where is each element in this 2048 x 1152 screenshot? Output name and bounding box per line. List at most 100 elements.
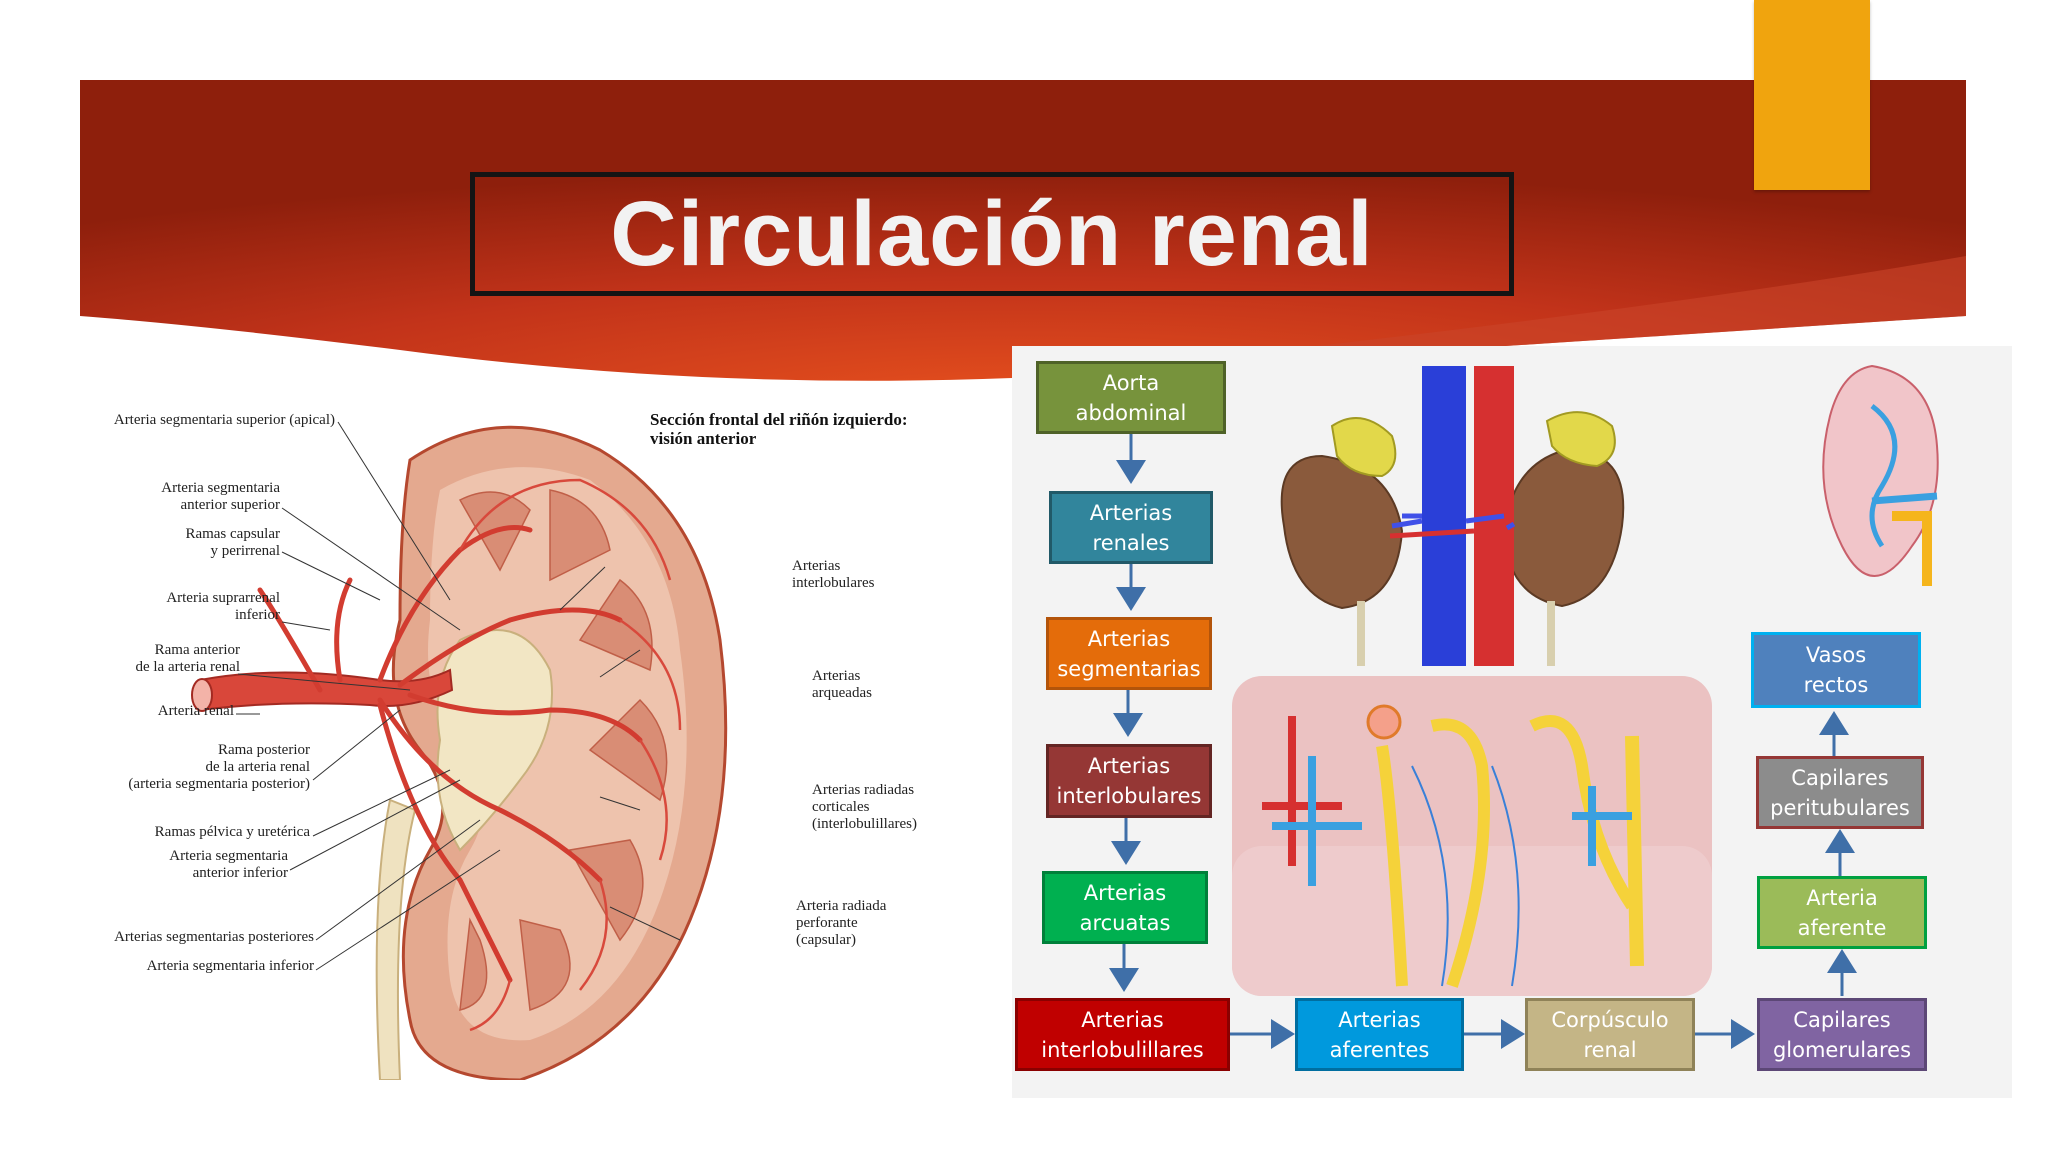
nephron-illustration <box>1232 676 1712 996</box>
node-line: Arterias <box>1087 754 1171 778</box>
label-line: Rama anterior <box>154 642 240 658</box>
label-arteria-renal: Arteria renal <box>158 703 234 720</box>
label-line: Ramas pélvica y uretérica <box>154 824 310 840</box>
kidney-section-figure: Sección frontal del riñón izquierdo: vis… <box>80 380 980 1080</box>
node-line: aferentes <box>1329 1037 1430 1062</box>
label-arteria-segmentaria-anterior-superior: Arteria segmentaria anterior superior <box>161 480 280 514</box>
label-line: Arteria radiada <box>796 898 887 914</box>
node-line: Vasos <box>1805 643 1867 667</box>
label-line: anterior superior <box>180 497 280 513</box>
leader-lines <box>236 421 681 971</box>
node-line: Arterias <box>1083 880 1167 905</box>
node-line: rectos <box>1803 673 1869 697</box>
accent-tab <box>1754 0 1870 190</box>
flow-arrows <box>1109 434 1857 1049</box>
label-line: Arteria segmentaria inferior <box>146 958 314 974</box>
node-line: renal <box>1583 1037 1637 1062</box>
label-line: corticales <box>812 799 870 815</box>
node-line: abdominal <box>1075 400 1187 425</box>
node-line: Arteria <box>1806 885 1878 910</box>
node-arterias-aferentes: Arterias aferentes <box>1295 998 1464 1071</box>
node-aorta-abdominal: Aorta abdominal <box>1036 361 1226 434</box>
label-line: Arterias <box>792 558 841 574</box>
node-arterias-renales: Arterias renales <box>1049 491 1213 564</box>
label-arterias-segmentarias-posteriores: Arterias segmentarias posteriores <box>114 929 314 946</box>
label-line: Arterias <box>812 668 861 684</box>
node-line: interlobulares <box>1056 784 1202 808</box>
node-line: Arterias <box>1338 1007 1421 1032</box>
label-line: Arteria renal <box>157 703 234 719</box>
node-line: Corpúsculo <box>1551 1007 1669 1032</box>
label-arterias-interlobulares: Arterias interlobulares <box>792 558 874 592</box>
node-line: aferente <box>1797 915 1887 940</box>
label-line: Arterias segmentarias posteriores <box>114 929 314 945</box>
label-line: Arteria segmentaria superior (apical) <box>113 412 335 428</box>
label-line: Arterias radiadas <box>812 782 915 798</box>
page-title: Circulación renal <box>610 182 1374 285</box>
figure-title-line: Sección frontal del riñón izquierdo: <box>650 410 908 429</box>
label-line: Arteria suprarrenal <box>166 590 280 606</box>
node-line: Capilares <box>1791 765 1889 790</box>
label-rama-anterior: Rama anterior de la arteria renal <box>135 642 240 676</box>
label-line: interlobulares <box>792 575 875 591</box>
node-arterias-interlobulillares: Arterias interlobulillares <box>1015 998 1230 1071</box>
label-line: de la arteria renal <box>205 759 310 775</box>
node-line: renales <box>1092 530 1170 555</box>
figure-title: Sección frontal del riñón izquierdo: vis… <box>650 410 908 448</box>
node-line: Arterias <box>1081 1007 1164 1032</box>
label-line: y perirrenal <box>210 543 280 559</box>
label-line: (capsular) <box>796 932 856 948</box>
arcuate-arteries <box>458 478 682 1032</box>
node-line: Capilares <box>1793 1007 1891 1032</box>
label-line: inferior <box>235 607 280 623</box>
title-frame: Circulación renal <box>470 172 1514 296</box>
label-arteria-radiada-perforante: Arteria radiada perforante (capsular) <box>796 898 886 949</box>
node-line: segmentarias <box>1057 656 1201 681</box>
node-arterias-arcuatas: Arterias arcuatas <box>1042 871 1208 944</box>
node-line: interlobulillares <box>1041 1037 1204 1062</box>
node-capilares-glomerulares: Capilares glomerulares <box>1757 998 1927 1071</box>
ureter <box>375 798 417 1080</box>
node-line: Aorta <box>1102 370 1160 395</box>
node-capilares-peritubulares: Capilares peritubulares <box>1756 756 1924 829</box>
label-line: anterior inferior <box>192 865 288 881</box>
label-line: arqueadas <box>812 685 872 701</box>
label-arterias-arqueadas: Arterias arqueadas <box>812 668 872 702</box>
label-line: de la arteria renal <box>135 659 240 675</box>
label-line: (arteria segmentaria posterior) <box>128 776 310 792</box>
kidneys-aorta-illustration <box>1280 366 1625 666</box>
node-arterias-segmentarias: Arterias segmentarias <box>1046 617 1212 690</box>
label-line: Rama posterior <box>217 742 310 758</box>
label-line: Ramas capsular <box>185 526 280 542</box>
node-line: Arterias <box>1089 500 1173 525</box>
node-line: glomerulares <box>1772 1037 1912 1062</box>
node-line: arcuatas <box>1079 910 1171 935</box>
node-arterias-interlobulares: Arterias interlobulares <box>1046 744 1212 818</box>
label-line: Arteria segmentaria <box>161 480 280 496</box>
title-banner <box>80 80 1966 381</box>
arterial-branches <box>257 525 643 983</box>
renal-artery-drawing <box>199 668 454 712</box>
renal-pyramids <box>458 489 668 1012</box>
label-line: perforante <box>796 915 858 931</box>
label-rama-posterior: Rama posterior de la arteria renal (arte… <box>128 742 310 793</box>
label-ramas-pelvica: Ramas pélvica y uretérica <box>155 824 310 841</box>
node-vasos-rectos: Vasos rectos <box>1751 632 1921 708</box>
label-arteria-suprarrenal: Arteria suprarrenal inferior <box>166 590 280 624</box>
label-line: (interlobulillares) <box>812 816 917 832</box>
kidney-illustration <box>191 421 728 1080</box>
node-corpusculo-renal: Corpúsculo renal <box>1525 998 1695 1071</box>
node-line: peritubulares <box>1770 795 1910 820</box>
label-arteria-segmentaria-anterior-inferior: Arteria segmentaria anterior inferior <box>169 848 288 882</box>
kidney-vessels-illustration <box>1822 364 1939 586</box>
flow-panel: Aorta abdominal Arterias renales Arteria… <box>1012 346 2012 1098</box>
label-arteria-segmentaria-superior: Arteria segmentaria superior (apical) <box>114 412 335 429</box>
label-ramas-capsular: Ramas capsular y perirrenal <box>185 526 280 560</box>
figure-title-line: visión anterior <box>650 429 757 448</box>
panel-illustrations <box>1232 364 1939 996</box>
node-line: Arterias <box>1087 626 1171 651</box>
label-arteria-segmentaria-inferior: Arteria segmentaria inferior <box>147 958 314 975</box>
node-arteria-aferente: Arteria aferente <box>1757 876 1927 949</box>
label-line: Arteria segmentaria <box>169 848 288 864</box>
